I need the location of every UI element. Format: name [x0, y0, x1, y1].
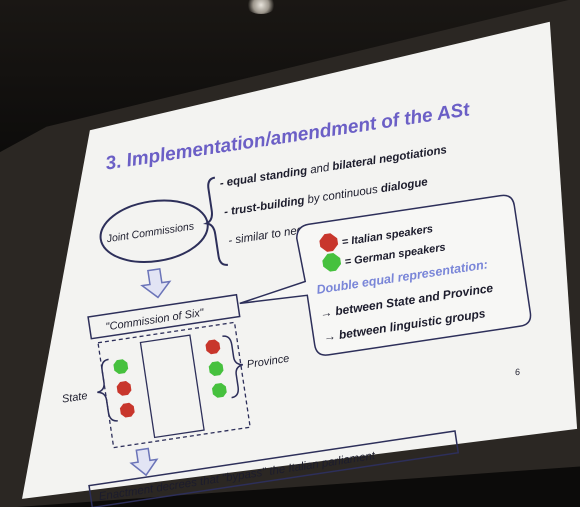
- callout-bubble: [239, 194, 532, 356]
- state-label: State: [61, 390, 88, 406]
- inner-box: [139, 334, 205, 439]
- italian-octagon-icon: [319, 233, 339, 252]
- state-italian-octagon-2: [119, 402, 135, 418]
- state-german-octagon-1: [113, 359, 129, 375]
- province-german-octagon-1: [208, 361, 224, 376]
- ceiling-light: [246, 0, 276, 14]
- enactment-box: [88, 430, 460, 507]
- joint-commissions-label: Joint Commissions: [105, 220, 196, 245]
- commission-box: [87, 293, 241, 340]
- down-arrow-icon: [140, 267, 172, 299]
- province-bracket: [222, 335, 244, 399]
- province-italian-octagon: [205, 339, 221, 355]
- state-italian-octagon-1: [116, 381, 132, 396]
- german-octagon-icon: [322, 252, 342, 272]
- slide-title: 3. Implementation/amendment of the ASt: [104, 99, 471, 174]
- page-number: 6: [514, 367, 520, 378]
- brace: [202, 176, 229, 266]
- province-german-octagon-2: [212, 382, 227, 398]
- state-bracket: [97, 358, 118, 422]
- down-arrow-icon-2: [129, 447, 159, 477]
- dashed-group-box: [97, 321, 251, 449]
- province-label: Province: [246, 353, 290, 371]
